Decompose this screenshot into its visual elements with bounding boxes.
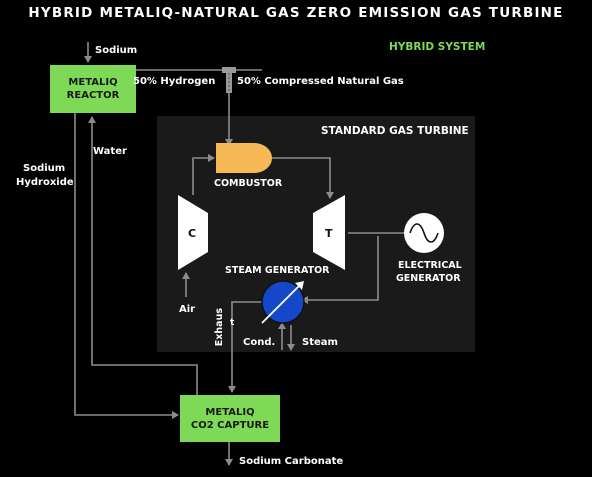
- exhaust-label-tail: t: [230, 318, 235, 328]
- hydrogen-label: 50% Hydrogen: [133, 76, 216, 87]
- standard-gas-turbine-label: STANDARD GAS TURBINE: [321, 125, 469, 137]
- sodium-hydroxide-label-1: Sodium: [23, 163, 66, 174]
- sodium-carbonate-label: Sodium Carbonate: [239, 456, 344, 467]
- turbine-label: T: [325, 227, 333, 240]
- natural-gas-label: 50% Compressed Natural Gas: [237, 76, 404, 87]
- capture-label-line2: CO2 CAPTURE: [190, 419, 270, 431]
- metaliq-reactor-box: METALIQ REACTOR: [50, 65, 136, 113]
- sodium-label: Sodium: [95, 45, 138, 56]
- compressor-shape: [178, 195, 208, 270]
- exhaust-label: Exhaus: [214, 308, 225, 347]
- compressor-label: C: [188, 227, 197, 240]
- capture-label-line1: METALIQ: [205, 406, 255, 418]
- sodium-hydroxide-label-2: Hydroxide: [16, 177, 74, 188]
- sine-wave-icon: [409, 223, 439, 243]
- hybrid-system-label: HYBRID SYSTEM: [389, 41, 486, 53]
- combustor-shape: [216, 143, 272, 173]
- steam-generator-arrow: [261, 282, 303, 324]
- fuel-mixing-valve: [222, 67, 236, 93]
- reactor-label-line1: METALIQ: [68, 77, 118, 88]
- air-label: Air: [179, 304, 196, 315]
- water-label: Water: [93, 146, 127, 157]
- water-return-line: [88, 116, 198, 395]
- electrical-generator-label-1: ELECTRICAL: [398, 260, 462, 271]
- reactor-label-line2: REACTOR: [66, 90, 120, 101]
- steam-generator-label: STEAM GENERATOR: [225, 265, 330, 276]
- compressor-to-combustor-line: [192, 154, 215, 195]
- exhaust-to-capture-line: [228, 301, 262, 393]
- exhaust-to-steam-gen-line: [301, 236, 379, 304]
- combustor-label: COMBUSTOR: [214, 178, 283, 189]
- turbine-shape: [313, 195, 345, 270]
- combustor-to-turbine-line: [272, 157, 334, 199]
- electrical-generator-label-2: GENERATOR: [396, 273, 461, 284]
- sodium-hydroxide-line: [74, 113, 179, 419]
- cond-label: Cond.: [243, 337, 276, 348]
- diagram-title: HYBRID METALIQ-NATURAL GAS ZERO EMISSION…: [28, 5, 564, 21]
- steam-label: Steam: [302, 337, 338, 348]
